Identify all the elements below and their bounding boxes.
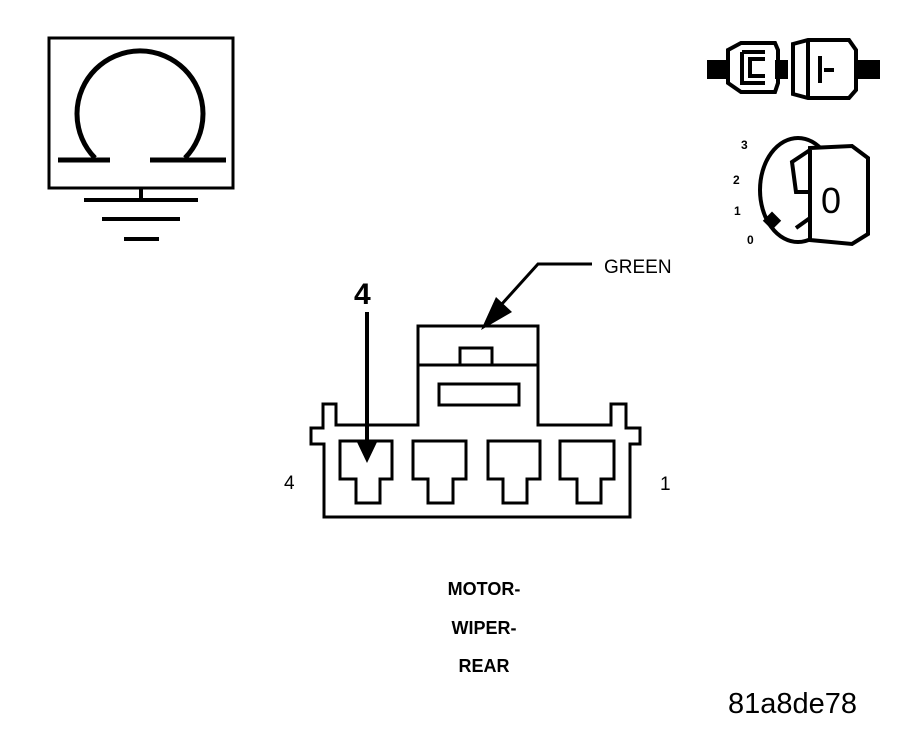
pin-right-label: 1	[660, 474, 671, 495]
pin-callout-arrow	[356, 312, 378, 463]
ignition-key-label: 0	[821, 180, 841, 221]
pin-left-label: 4	[284, 473, 295, 494]
connector-name-line3: REAR	[458, 656, 509, 676]
ohmmeter-icon	[47, 36, 235, 190]
ground-icon	[84, 188, 198, 241]
cavity-pin-3	[411, 439, 468, 505]
wire-color-leader	[481, 262, 592, 330]
ignition-key-icon	[758, 136, 870, 247]
cavity-pin-2	[486, 439, 542, 505]
connector-body	[309, 324, 642, 519]
cavity-pin-1	[558, 439, 616, 505]
figure-id: 81a8de78	[728, 688, 857, 720]
cavity-pin-4	[338, 439, 394, 505]
wire-color-label: GREEN	[604, 257, 672, 278]
disconnected-connector-icon	[707, 38, 880, 100]
ignition-position-0: 0	[747, 233, 754, 247]
ignition-position-3: 3	[741, 138, 748, 152]
ignition-position-2: 2	[733, 173, 740, 187]
ignition-position-1: 1	[734, 204, 741, 218]
pin-callout-number: 4	[354, 278, 371, 311]
connector-name-line2: WIPER-	[452, 618, 517, 638]
terminal-cavities	[338, 439, 616, 505]
connector-name-line1: MOTOR-	[448, 579, 521, 599]
